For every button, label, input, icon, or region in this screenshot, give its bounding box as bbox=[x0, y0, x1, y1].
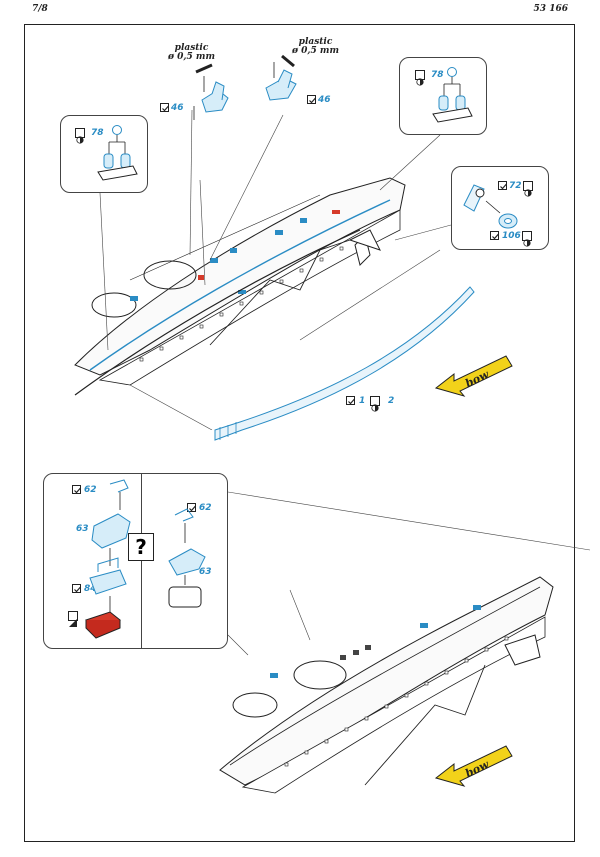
part-label-78-right: 78 bbox=[431, 70, 444, 80]
part-72-106-drawing bbox=[463, 184, 518, 229]
leader-lines-top bbox=[99, 109, 452, 430]
part-46-right-drawing bbox=[265, 54, 297, 101]
part-label-1: 1 bbox=[359, 396, 366, 406]
check-icon bbox=[160, 103, 169, 112]
plastic-note-left: plastic ø 0,5 mm bbox=[168, 44, 215, 62]
paint-icon bbox=[68, 611, 78, 627]
part-78-right-drawing bbox=[432, 67, 473, 123]
bend-icon bbox=[370, 396, 380, 412]
callout-72-106 bbox=[451, 166, 549, 250]
part-label-72: 72 bbox=[509, 181, 522, 191]
bend-icon bbox=[523, 181, 533, 197]
check-icon bbox=[490, 231, 499, 240]
etched-strip-drawing bbox=[214, 286, 475, 441]
part-label-106: 106 bbox=[502, 231, 521, 241]
plastic-spec: ø 0,5 mm bbox=[168, 52, 215, 62]
check-icon bbox=[346, 396, 355, 405]
part-label-78-left: 78 bbox=[91, 128, 104, 138]
direction-arrow-icon: bow bbox=[432, 738, 516, 792]
plastic-word: plastic bbox=[298, 37, 333, 47]
check-icon bbox=[307, 95, 316, 104]
leader-lines-bottom bbox=[227, 491, 591, 656]
part-46-left-drawing bbox=[193, 63, 229, 120]
part-label-63-right: 63 bbox=[199, 567, 212, 577]
page-frame bbox=[24, 24, 575, 842]
bend-icon bbox=[522, 231, 532, 247]
bend-icon bbox=[75, 128, 85, 144]
options-divider bbox=[141, 474, 142, 648]
option-a-drawing bbox=[85, 479, 131, 639]
part-label-62-right: 62 bbox=[199, 503, 212, 513]
check-icon bbox=[72, 584, 81, 593]
question-mark-box: ? bbox=[128, 533, 154, 561]
part-label-63-left: 63 bbox=[76, 524, 89, 534]
bend-icon bbox=[415, 70, 425, 86]
part-label-62-left: 62 bbox=[84, 485, 97, 495]
check-icon bbox=[72, 485, 81, 494]
plastic-note-right: plastic ø 0,5 mm bbox=[292, 38, 339, 56]
part-78-left-drawing bbox=[97, 125, 138, 181]
check-icon bbox=[498, 181, 507, 190]
direction-arrow-icon: bow bbox=[432, 348, 516, 402]
part-label-46-left: 46 bbox=[171, 103, 184, 113]
lower-ship-drawing bbox=[219, 576, 554, 794]
part-label-46-right: 46 bbox=[318, 95, 331, 105]
part-label-84: 84 bbox=[84, 584, 97, 594]
plastic-word: plastic bbox=[174, 43, 209, 53]
upper-ship-drawing bbox=[74, 177, 406, 396]
option-b-drawing bbox=[168, 508, 206, 608]
check-icon bbox=[187, 503, 196, 512]
page-number: 7/8 bbox=[32, 4, 48, 14]
plastic-spec: ø 0,5 mm bbox=[292, 46, 339, 56]
part-label-2: 2 bbox=[388, 396, 395, 406]
document-code: 53 166 bbox=[533, 4, 568, 14]
